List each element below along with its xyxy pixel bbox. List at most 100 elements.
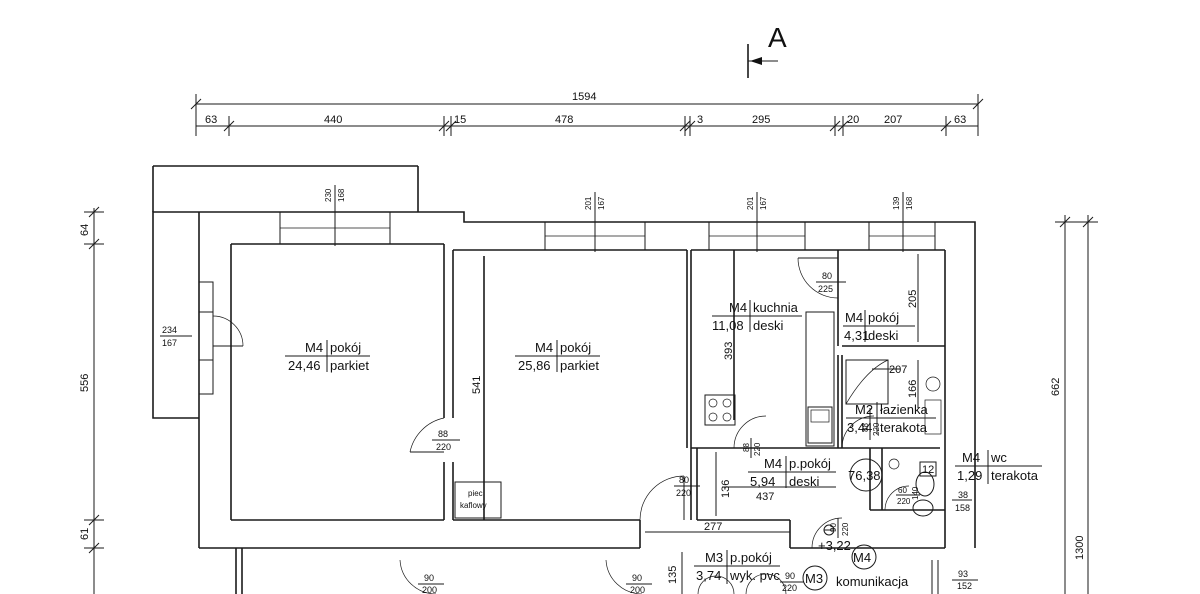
room-5-name: łazienka (880, 402, 928, 417)
door-6-bottom: 220 (897, 497, 911, 506)
door-11-top: 90 (785, 571, 795, 581)
dim-seg-3: 15 (454, 114, 466, 126)
dim-seg-7: 20 (847, 114, 859, 126)
room-5-code: M2 (855, 402, 873, 417)
top-dimension-chain: 63 440 15 478 3 295 20 207 63 (196, 114, 978, 136)
door-1-top: 88 (438, 429, 448, 439)
kitchen-fittings (704, 311, 835, 447)
door-12-bottom: 152 (957, 581, 972, 591)
room-5-floor: terakota (880, 420, 928, 435)
room-2-name: pokój (560, 340, 591, 355)
dim-277: 277 (704, 521, 722, 533)
stove-label-line2: kaflowy (460, 501, 487, 510)
door-9-top: 90 (424, 573, 434, 583)
door-8-bottom: 220 (841, 522, 850, 536)
stove-label-line1: piec (468, 489, 483, 498)
room-2-code: M4 (535, 340, 553, 355)
door-3-top: 80 (822, 271, 832, 281)
inner-dimensions: 541 393 205 207 166 136 437 277 135 12 1… (471, 254, 937, 594)
door-7-top: 38 (958, 490, 968, 500)
dim-seg-6: 295 (752, 114, 770, 126)
door-2-top: 80 (679, 475, 689, 485)
door-1-bottom: 220 (436, 442, 451, 452)
dim-136: 136 (720, 480, 732, 498)
room-8-name: p.pokój (730, 550, 772, 565)
window-3-top: 201 (746, 196, 755, 210)
room-6-code: M4 (962, 450, 980, 465)
room-label-kitchen: M4 kuchnia 11,08 deski (712, 300, 802, 333)
room-7-code: M4 (764, 456, 782, 471)
room-3-area: 11,08 (712, 318, 744, 333)
dim-166: 166 (907, 380, 919, 398)
right-dim-1300: 1300 (1074, 536, 1086, 560)
doors (399, 257, 910, 594)
door-6-top: 60 (898, 486, 907, 495)
partition-walls (443, 244, 945, 549)
room-label-living-1: M4 pokój 24,46 parkiet (285, 340, 370, 373)
left-dim-61: 61 (79, 528, 91, 540)
corridor: M4 komunikacja (836, 560, 939, 594)
dim-140: 140 (911, 486, 920, 500)
window-4-top: 139 (892, 196, 901, 210)
left-dim-64: 64 (79, 224, 91, 236)
dim-541: 541 (471, 376, 483, 394)
room-4-code: M4 (845, 310, 863, 325)
room-3-name: kuchnia (753, 300, 799, 315)
dim-393: 393 (723, 342, 735, 360)
room-8-code: M3 (705, 550, 723, 565)
circle-code-m3: M3 (802, 565, 828, 591)
room-8-area: 3,74 (696, 568, 721, 583)
window-1-bottom: 168 (337, 188, 346, 202)
room-7-name: p.pokój (789, 456, 831, 471)
overall-width-label: 1594 (572, 91, 596, 103)
dim-437: 437 (756, 491, 774, 503)
dim-seg-8: 207 (884, 114, 902, 126)
balcony-door-bottom: 167 (162, 338, 177, 348)
door-3-bottom: 225 (818, 284, 833, 294)
door-5-top: 88 (861, 423, 870, 432)
room-2-area: 25,86 (518, 358, 551, 373)
door-4-top: 88 (742, 443, 751, 452)
tiled-stove: piec kaflowy (454, 481, 502, 519)
circle-code-m3-label: M3 (805, 571, 823, 586)
right-dimension: 662 1300 (1050, 215, 1098, 594)
room-label-living-2: M4 pokój 25,86 parkiet (515, 340, 600, 373)
dim-seg-9: 63 (954, 114, 966, 126)
balcony-door: 234 167 (160, 281, 244, 395)
level-mark: +3,22 (818, 524, 851, 553)
room-7-floor: deski (789, 474, 819, 489)
section-marker: A (747, 22, 787, 78)
door-4-bottom: 220 (753, 442, 762, 456)
room-6-name: wc (990, 450, 1007, 465)
dim-205: 205 (907, 290, 919, 308)
room-label-lower-hall: M3 p.pokój 3,74 wyk. pvc (694, 550, 780, 584)
left-dimension: 64 556 61 (79, 206, 104, 594)
room-3-code: M4 (729, 300, 747, 315)
circle-code-m4: M4 (851, 544, 877, 570)
wc-fittings (888, 458, 935, 517)
corridor-name: komunikacja (836, 574, 909, 589)
room-1-floor: parkiet (330, 358, 369, 373)
window-openings (279, 211, 936, 251)
balcony-door-top: 234 (162, 325, 177, 335)
window-2-bottom: 167 (597, 196, 606, 210)
dim-seg-4: 478 (555, 114, 573, 126)
door-2-bottom: 220 (676, 488, 691, 498)
door-labels: 88 220 80 220 80 225 88 220 88 220 60 22… (418, 271, 978, 594)
room-6-floor: terakota (991, 468, 1039, 483)
height-mark: 76,38 (848, 458, 883, 492)
room-7-area: 5,94 (750, 474, 775, 489)
door-11-bottom: 220 (782, 583, 797, 593)
room-label-bathroom: M2 łazienka 3,44 terakota (846, 402, 936, 435)
room-label-wc: M4 wc 1,29 terakota (955, 450, 1042, 484)
room-8-floor: wyk. pvc (729, 568, 780, 583)
section-marker-label: A (768, 22, 787, 53)
room-label-small-room: M4 pokój 4,31 deski (843, 310, 915, 343)
window-labels: 230 168 201 167 201 167 139 168 (324, 185, 914, 252)
window-4-bottom: 168 (905, 196, 914, 210)
right-dim-662: 662 (1050, 378, 1062, 396)
level-mark-label: +3,22 (818, 538, 851, 553)
dim-12: 12 (922, 464, 934, 476)
room-6-area: 1,29 (957, 468, 982, 483)
